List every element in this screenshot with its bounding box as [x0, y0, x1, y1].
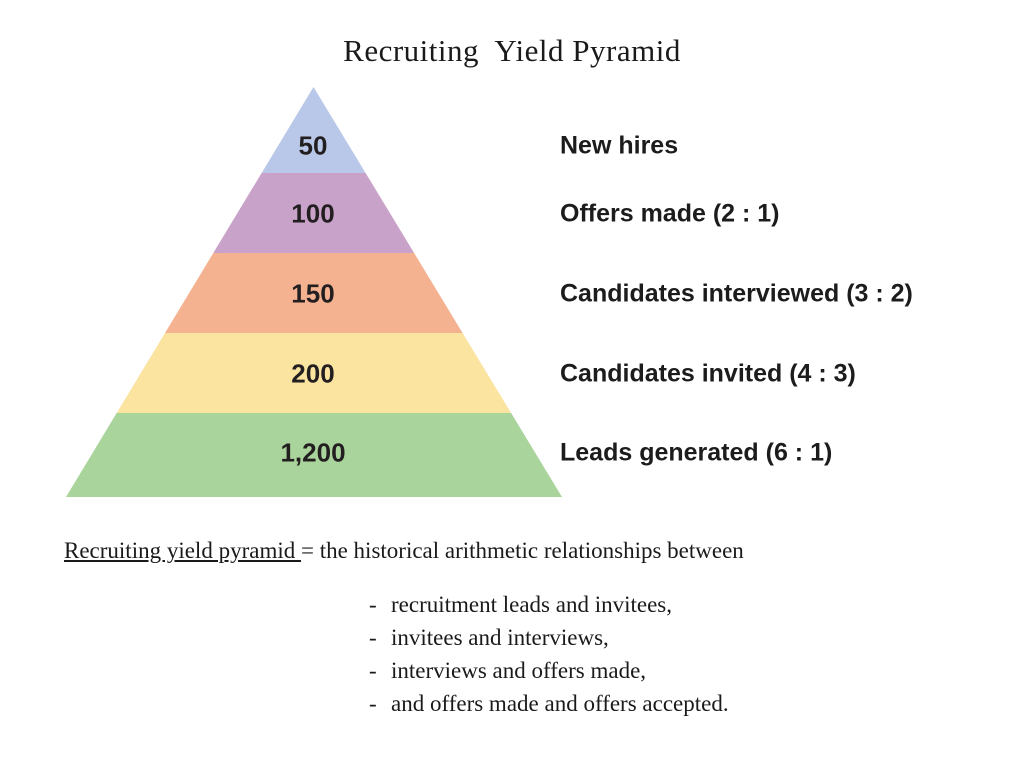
- definition-term: Recruiting yield pyramid: [64, 538, 301, 563]
- list-bullet-dash: -: [369, 658, 377, 683]
- pyramid-band-leads-generated: [66, 413, 562, 497]
- definition-rest: = the historical arithmetic relationship…: [300, 538, 744, 563]
- list-item-text: interviews and offers made,: [391, 658, 647, 683]
- pyramid-label-candidates-interviewed: Candidates interviewed (3 : 2): [560, 279, 913, 308]
- pyramid-band-candidates-invited: [66, 333, 562, 413]
- pyramid-label-offers-made: Offers made (2 : 1): [560, 199, 780, 228]
- pyramid-label-candidates-invited: Candidates invited (4 : 3): [560, 359, 856, 388]
- list-item-text: recruitment leads and invitees,: [391, 592, 673, 617]
- list-item: - and offers made and offers accepted.: [369, 691, 729, 724]
- definition-sentence: Recruiting yield pyramid = the historica…: [64, 538, 744, 564]
- pyramid-value-candidates-interviewed: 150: [291, 278, 335, 309]
- list-item: - interviews and offers made,: [369, 658, 729, 691]
- page-title: Recruiting Yield Pyramid: [343, 33, 681, 68]
- pyramid-band-new-hires: [66, 87, 562, 173]
- pyramid-band-offers-made: [66, 173, 562, 253]
- pyramid-label-new-hires: New hires: [560, 131, 679, 160]
- list-bullet-dash: -: [369, 592, 377, 617]
- pyramid-label-leads-generated: Leads generated (6 : 1): [560, 438, 833, 467]
- list-bullet-dash: -: [369, 625, 377, 650]
- pyramid-value-leads-generated: 1,200: [280, 437, 346, 468]
- definition-relationship-list: - recruitment leads and invitees, - invi…: [369, 592, 729, 724]
- pyramid-value-candidates-invited: 200: [291, 358, 335, 389]
- recruiting-yield-pyramid-chart: 50 100 150 200 1,200 New hires Offers ma…: [66, 87, 913, 497]
- pyramid-svg: [66, 87, 562, 497]
- list-bullet-dash: -: [369, 691, 377, 716]
- pyramid-value-new-hires: 50: [298, 130, 328, 161]
- list-item: - recruitment leads and invitees,: [369, 592, 729, 625]
- list-item-text: and offers made and offers accepted.: [391, 691, 729, 716]
- pyramid-value-offers-made: 100: [291, 198, 335, 229]
- list-item-text: invitees and interviews,: [391, 625, 609, 650]
- list-item: - invitees and interviews,: [369, 625, 729, 658]
